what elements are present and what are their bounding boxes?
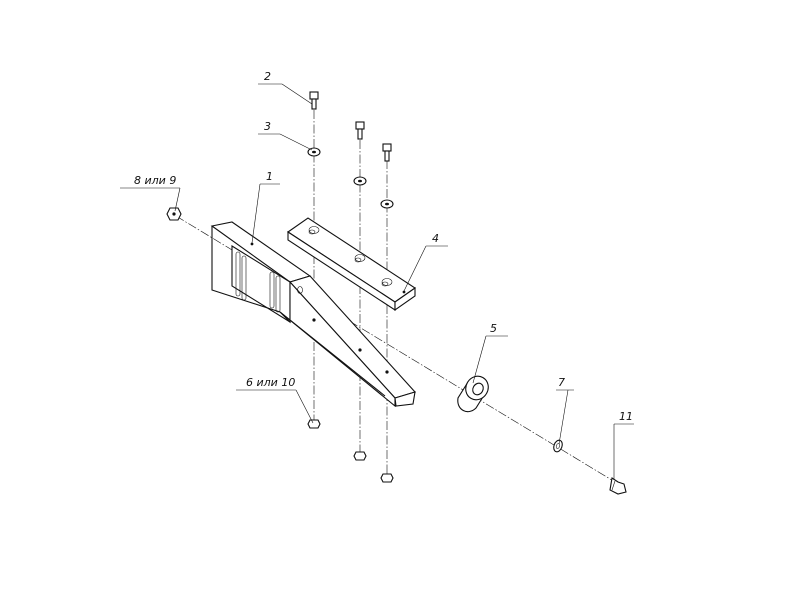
callout-5: 5	[490, 322, 497, 335]
washer-part-7	[553, 439, 563, 453]
callout-11: 11	[619, 410, 633, 423]
callout-labels: 2 3 8 или 9 1 4 5 6 или 10 7 11	[134, 70, 633, 423]
bolt-2	[309, 91, 319, 110]
nuts-6-10	[307, 419, 394, 483]
roller-part-5	[457, 375, 489, 413]
bracket-part-1	[210, 221, 416, 408]
bolt-center	[355, 121, 365, 140]
bolt-right	[382, 143, 392, 162]
bolt-part-11	[609, 477, 627, 495]
callout-6-or-10: 6 или 10	[246, 376, 295, 389]
washers-3	[307, 147, 394, 209]
callout-8-or-9: 8 или 9	[134, 174, 176, 187]
callout-3: 3	[264, 120, 271, 133]
callout-1: 1	[266, 170, 273, 183]
assembly-axes	[175, 110, 621, 486]
callout-7: 7	[558, 376, 565, 389]
leader-lines	[120, 83, 634, 480]
bar-part-4	[287, 217, 416, 312]
callout-4: 4	[432, 232, 439, 245]
nut-8-9	[166, 207, 182, 221]
callout-2: 2	[264, 70, 271, 83]
